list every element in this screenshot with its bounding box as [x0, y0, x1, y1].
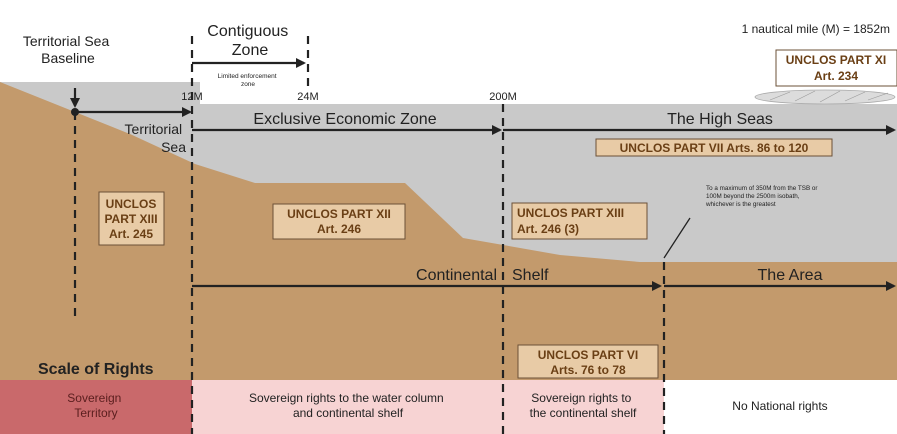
baseline-label: Territorial Sea Baseline	[23, 33, 113, 66]
the-area-label: The Area	[758, 267, 823, 284]
svg-text:Arts. 76 to 78: Arts. 76 to 78	[550, 363, 626, 377]
eez-label: Exclusive Economic Zone	[253, 111, 436, 128]
shelf-label: Shelf	[512, 267, 549, 284]
svg-text:Art. 234: Art. 234	[814, 69, 858, 83]
rights-cell-none	[664, 380, 897, 434]
svg-text:UNCLOS: UNCLOS	[106, 197, 157, 211]
marker-24m: 24M	[297, 91, 318, 103]
territorial-sea-label: Territorial Sea	[125, 121, 187, 155]
outer-limit-note: To a maximum of 350M from the TSB or 100…	[705, 185, 819, 208]
contiguous-zone-label: Contiguous Zone	[207, 23, 292, 59]
marker-12m: 12M	[181, 91, 202, 103]
limited-enforcement-label: Limited enforcement zone	[218, 73, 279, 88]
rights-text-continental-shelf: Sovereign rights to the continental shel…	[530, 391, 637, 420]
nautical-mile-note: 1 nautical mile (M) = 1852m	[742, 22, 890, 36]
svg-text:UNCLOS PART VI: UNCLOS PART VI	[538, 348, 638, 362]
unclos-part-vi-box: UNCLOS PART VI Arts. 76 to 78	[517, 344, 659, 379]
marker-200m: 200M	[489, 91, 517, 103]
svg-text:UNCLOS PART XI: UNCLOS PART XI	[786, 53, 886, 67]
continental-label: Continental	[416, 267, 497, 284]
unclos-part-xi-box: UNCLOS PART XI Art. 234	[775, 49, 897, 87]
ice-hatch	[754, 89, 896, 105]
svg-text:PART XIII: PART XIII	[104, 212, 157, 226]
svg-text:UNCLOS PART XIII: UNCLOS PART XIII	[517, 206, 624, 220]
unclos-part-vii-box: UNCLOS PART VII Arts. 86 to 120	[595, 138, 833, 157]
svg-text:UNCLOS PART XII: UNCLOS PART XII	[287, 207, 391, 221]
svg-text:UNCLOS PART VII Arts. 86 to 1: UNCLOS PART VII Arts. 86 to 120	[620, 141, 809, 155]
svg-text:Art. 246: Art. 246	[317, 222, 361, 236]
note-pointer-line	[663, 217, 691, 259]
land-seabed	[0, 82, 897, 380]
unclos-part-xii-box: UNCLOS PART XII Art. 246	[272, 203, 406, 240]
high-seas-label: The High Seas	[667, 111, 773, 128]
svg-text:Art. 245: Art. 245	[109, 227, 153, 241]
rights-cell-water-column	[192, 380, 503, 434]
rights-cell-continental-shelf	[503, 380, 664, 434]
rights-cell-sovereign	[0, 380, 192, 434]
rights-text-sovereign: Sovereign Territory	[67, 391, 124, 420]
rights-text-none: No National rights	[732, 399, 827, 413]
rights-text-water-column: Sovereign rights to the water column and…	[249, 391, 447, 420]
unclos-part-xiii-art246-box: UNCLOS PART XIII Art. 246 (3)	[511, 202, 648, 240]
scale-of-rights-title: Scale of Rights	[38, 361, 154, 378]
svg-text:Art. 246 (3): Art. 246 (3)	[517, 222, 579, 236]
unclos-part-xiii-art245-box: UNCLOS PART XIII Art. 245	[98, 191, 165, 246]
